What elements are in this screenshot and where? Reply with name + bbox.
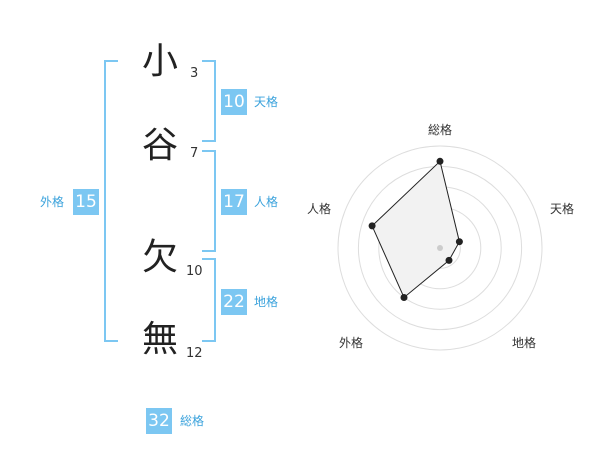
stroke-count-1: 3 [190, 66, 199, 81]
radar-points [368, 157, 463, 301]
radar-axis-label-gaikaku: 外格 [339, 335, 363, 350]
radar-axis-label-jinkaku: 人格 [307, 201, 331, 216]
radar-point-1 [436, 157, 444, 165]
radar-point-2 [455, 238, 463, 246]
jinkaku-value-badge: 17 [221, 189, 247, 215]
radar-point-4 [400, 294, 408, 301]
tenkaku-label: 天格 [254, 95, 279, 109]
radar-ring [337, 145, 543, 351]
radar-axis-label-tenkaku: 天格 [550, 201, 574, 216]
chikaku-value-badge: 22 [221, 289, 247, 315]
gaikaku-bracket [104, 60, 118, 342]
name-char-4: 無 [142, 319, 179, 360]
stroke-count-4: 12 [186, 346, 203, 361]
radar-point-5 [368, 222, 376, 230]
jinkaku-label: 人格 [254, 195, 279, 209]
chikaku-label: 地格 [254, 295, 279, 309]
stroke-count-2: 7 [190, 146, 199, 161]
radar-polygon [371, 160, 460, 299]
name-char-3: 欠 [142, 237, 179, 278]
chikaku-bracket [202, 258, 216, 342]
stroke-count-3: 10 [186, 264, 203, 279]
jinkaku-bracket [202, 150, 216, 252]
name-char-1: 小 [142, 41, 179, 82]
soukaku-value-badge: 32 [146, 408, 172, 434]
gaikaku-value-badge: 15 [73, 189, 99, 215]
radar-axis-label-chikaku: 地格 [512, 335, 536, 350]
radar-point-3 [445, 256, 453, 264]
name-char-2: 谷 [142, 125, 179, 166]
radar-axis-label-soukaku: 総格 [428, 122, 452, 137]
tenkaku-value-badge: 10 [221, 89, 247, 115]
tenkaku-bracket [202, 60, 216, 142]
radar-center-dot [437, 245, 443, 251]
gaikaku-label: 外格 [40, 195, 65, 209]
soukaku-label: 総格 [180, 414, 205, 428]
